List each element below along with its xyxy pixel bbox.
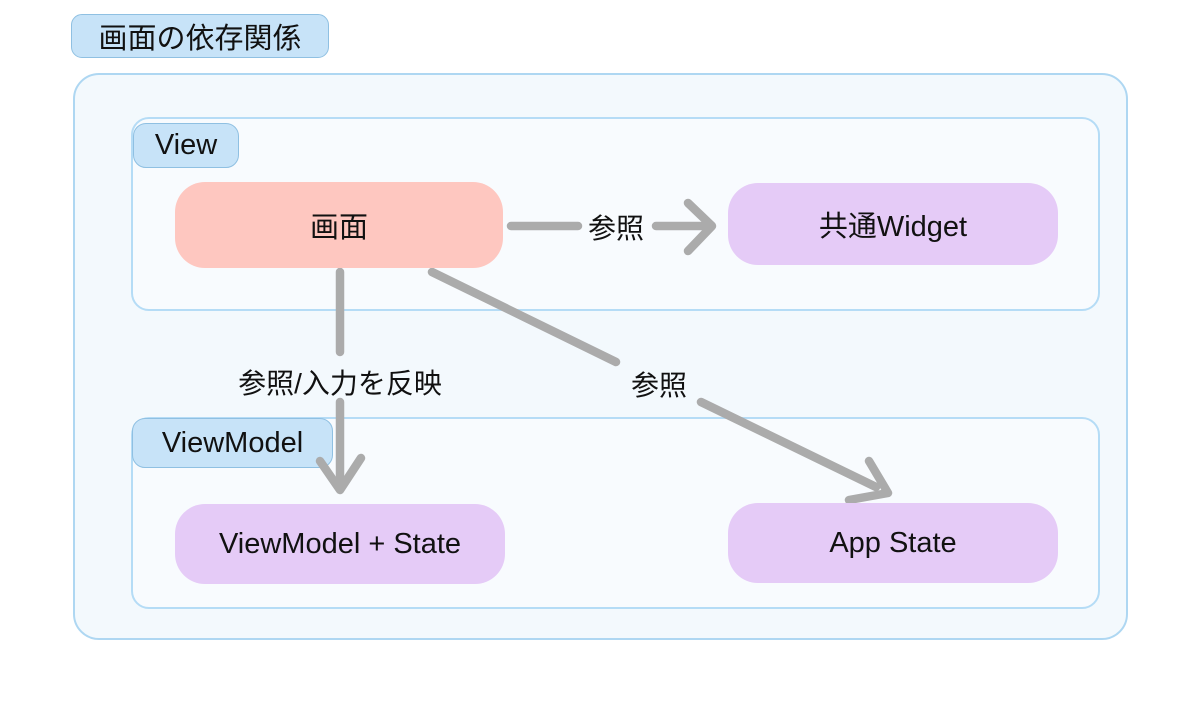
viewmodel-section-badge: ViewModel bbox=[132, 418, 333, 468]
node-shared-widget: 共通Widget bbox=[728, 183, 1058, 265]
node-screen: 画面 bbox=[175, 182, 503, 268]
node-viewmodel-state: ViewModel + State bbox=[175, 504, 505, 584]
edge-label-screen-to-vmstate: 参照/入力を反映 bbox=[238, 368, 442, 399]
node-app-state: App State bbox=[728, 503, 1058, 583]
diagram-title-badge: 画面の依存関係 bbox=[71, 14, 329, 58]
view-section-badge: View bbox=[133, 123, 239, 168]
edge-label-screen-to-widget: 参照 bbox=[587, 213, 645, 244]
edge-label-screen-to-appstate: 参照 bbox=[630, 370, 688, 401]
